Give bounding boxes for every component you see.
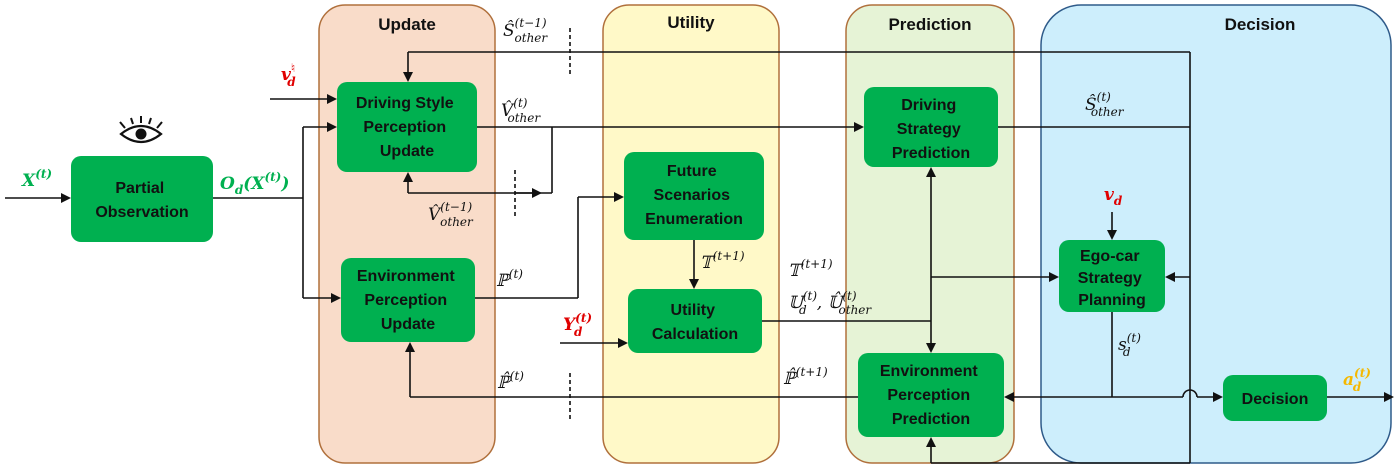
update-panel (318, 4, 496, 464)
label-s-other-prev: Ŝ(t−1)other (503, 16, 548, 45)
svg-text:Future Scenarios E: Future Scenarios Enumeration (645, 163, 743, 228)
decision-panel (1040, 4, 1392, 464)
ego-car-planning-block: Ego-car Strategy Planning (1059, 240, 1165, 312)
label-x-t: X(t) (21, 167, 52, 191)
label-p-hat-t: ℙ̂(t) (497, 369, 524, 393)
partial-observation-block: Partial Observation (71, 156, 213, 242)
driving-style-update-block: Driving Style Perception Update (337, 82, 477, 172)
svg-text:Utility Calculation: Utility Calculation (652, 302, 738, 343)
connections (5, 28, 1394, 464)
label-p-t: ℙ(t) (496, 267, 523, 291)
svg-text:Ego-car Strategy P: Ego-car Strategy Planning (1078, 248, 1146, 309)
svg-text:Decision: Decision (1242, 391, 1309, 408)
environment-perception-update-block: Environment Perception Update (341, 258, 475, 342)
label-s-d: s(t)d (1118, 331, 1141, 359)
label-v-other-prev: V̂(t−1)other (428, 200, 474, 229)
svg-text:Partial Observation: Partial Observation (95, 180, 188, 221)
label-y-d: Y(t)d (563, 311, 592, 339)
prediction-panel-title: Prediction (888, 15, 971, 34)
update-panel-title: Update (378, 15, 436, 34)
svg-text:Driving Strategy P: Driving Strategy Prediction (892, 97, 970, 162)
label-o-d: Od(X(t)) (220, 170, 289, 197)
label-u-d: 𝕌(t)d, 𝕌̂(t)other (788, 289, 872, 317)
decision-block: Decision (1223, 375, 1327, 421)
utility-calculation-block: Utility Calculation (628, 289, 762, 353)
svg-text:Environment Perception: Environment Perception Update (357, 268, 459, 333)
label-s-other-t: Ŝ(t)other (1085, 90, 1125, 119)
utility-panel-title: Utility (667, 13, 715, 32)
label-a-d: a(t)d (1343, 366, 1371, 394)
label-p-hat-t1: ℙ̂(t+1) (783, 365, 828, 389)
label-t-t1-b: 𝕋(t+1) (788, 257, 833, 281)
future-scenarios-block: Future Scenarios Enumeration (624, 152, 764, 240)
label-v-other-t: V̂(t)other (501, 96, 541, 125)
decision-panel-title: Decision (1225, 15, 1296, 34)
driving-strategy-prediction-block: Driving Strategy Prediction (864, 87, 998, 167)
label-t-t1-a: 𝕋(t+1) (700, 249, 745, 273)
eye-icon (119, 116, 163, 144)
label-v-d-natural: v♮d (281, 61, 296, 89)
svg-text:Driving Style Perception: Driving Style Perception Update (356, 95, 458, 160)
environment-perception-prediction-block: Environment Perception Prediction (858, 353, 1004, 437)
svg-text:Environment Perception: Environment Perception Prediction (880, 363, 982, 428)
label-v-d: vd (1104, 185, 1123, 208)
